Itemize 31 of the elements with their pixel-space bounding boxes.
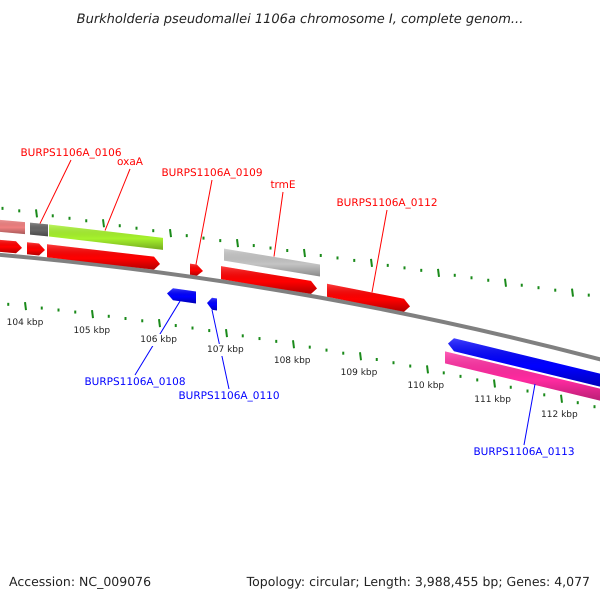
gene-label: BURPS1106A_0112: [336, 196, 438, 210]
gene-feature: [327, 284, 410, 312]
map-title: Burkholderia pseudomallei 1106a chromosome I, complete genom...: [76, 12, 524, 27]
gene-feature: [167, 288, 196, 304]
accession-text: Accession: NC_009076: [9, 573, 152, 591]
scale-label: 110 kbp: [406, 380, 446, 392]
scale-label: 108 kbp: [272, 355, 312, 368]
scale-label: 105 kbp: [72, 325, 112, 338]
scale-label: 107 kbp: [206, 344, 245, 356]
genome-info-text: Topology: circular; Length: 3,988,455 bp; Genes: 4,077: [246, 573, 590, 591]
gene-feature: [190, 264, 203, 276]
gene-feature: [49, 224, 163, 250]
scale-label: 104 kbp: [6, 317, 44, 330]
gene-feature: [30, 222, 48, 236]
gene-label: BURPS1106A_0108: [84, 375, 186, 389]
gene-label: BURPS1106A_0109: [161, 166, 263, 180]
leader-line: [40, 160, 72, 224]
scale-label: 109 kbp: [340, 367, 378, 380]
leader-line: [524, 383, 536, 446]
leader-line: [104, 168, 130, 232]
gene-feature: [207, 298, 217, 311]
gene-label: BURPS1106A_0113: [473, 445, 575, 459]
leader-line: [372, 210, 388, 293]
leader-line: [274, 192, 284, 258]
gene-label: trmE: [270, 178, 296, 192]
scale-label: 106 kbp: [139, 334, 178, 346]
gene-label: BURPS1106A_0110: [178, 389, 280, 403]
scale-label: 111 kbp: [473, 394, 512, 406]
leader-line: [196, 180, 212, 265]
gene-feature: [224, 248, 320, 277]
scale-label: 112 kbp: [540, 409, 579, 422]
